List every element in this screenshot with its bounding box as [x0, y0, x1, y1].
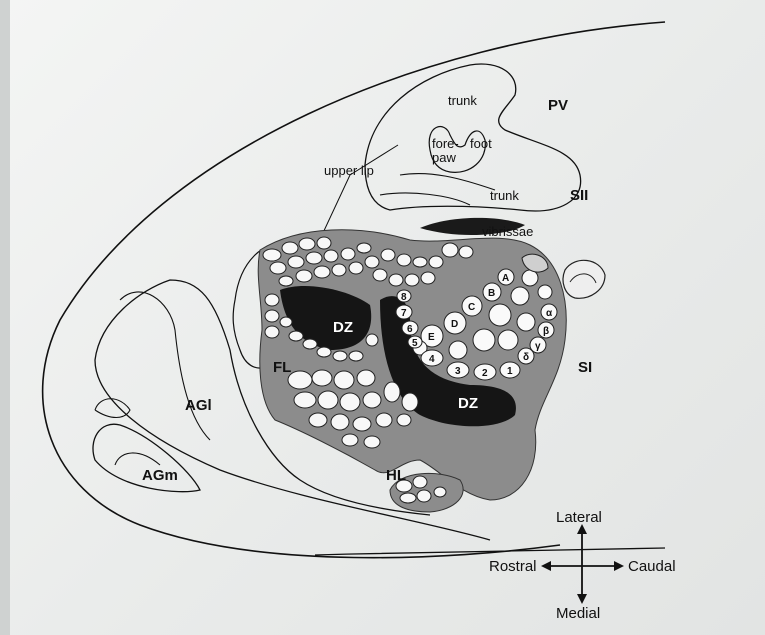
label-dz-lower: DZ — [458, 395, 478, 412]
agl-fold-1 — [95, 399, 130, 418]
barrel-label-2: 2 — [482, 368, 488, 379]
label-hl: HL — [386, 467, 406, 484]
barrel-label-alpha: α — [546, 308, 553, 319]
label-fl: FL — [273, 359, 291, 376]
label-dz-upper: DZ — [333, 319, 353, 336]
barrel-label-c: C — [468, 302, 475, 313]
sii-lobe — [563, 260, 605, 298]
label-si: SI — [578, 359, 592, 376]
label-pv: PV — [548, 97, 568, 114]
barrel-label-5: 5 — [412, 338, 418, 349]
compass-medial: Medial — [556, 605, 600, 622]
agm-fold — [115, 453, 160, 465]
compass-lateral: Lateral — [556, 509, 602, 526]
barrel-label-8: 8 — [401, 292, 407, 303]
barrel-label-a: A — [502, 273, 509, 284]
midline — [315, 548, 665, 555]
agl-fold-2 — [120, 292, 210, 440]
label-sii: SII — [570, 187, 588, 204]
barrel-label-7: 7 — [401, 308, 407, 319]
label-upper-lip: upper lip — [324, 163, 374, 178]
label-agm: AGm — [142, 467, 178, 484]
page-edge — [0, 0, 10, 635]
barrel-label-6: 6 — [407, 324, 413, 335]
label-agl: AGl — [185, 397, 212, 414]
upper-lip-leader-2 — [322, 175, 350, 235]
barrel-label-1: 1 — [507, 366, 513, 377]
orientation-compass — [541, 524, 624, 604]
compass-rostral: Rostral — [489, 558, 537, 575]
barrel-label-3: 3 — [455, 366, 461, 377]
barrel-label-b: B — [488, 288, 495, 299]
barrel-label-e: E — [428, 332, 435, 343]
label-vibrissae: vibrissae — [482, 224, 533, 239]
label-trunk-upper: trunk — [448, 93, 477, 108]
barrel-label-beta: β — [543, 326, 549, 337]
barrel-label-gamma: γ — [535, 341, 541, 352]
compass-caudal: Caudal — [628, 558, 676, 575]
barrel-label-4: 4 — [429, 354, 435, 365]
trunk-fold — [400, 173, 495, 190]
label-forepaw-1: fore- — [432, 136, 459, 151]
label-trunk-lower: trunk — [490, 188, 519, 203]
label-forepaw-2: paw — [432, 150, 456, 165]
barrel-label-d: D — [451, 319, 458, 330]
barrel-label-delta: δ — [523, 352, 529, 363]
sii-fold — [380, 193, 470, 205]
label-foot: foot — [470, 136, 492, 151]
